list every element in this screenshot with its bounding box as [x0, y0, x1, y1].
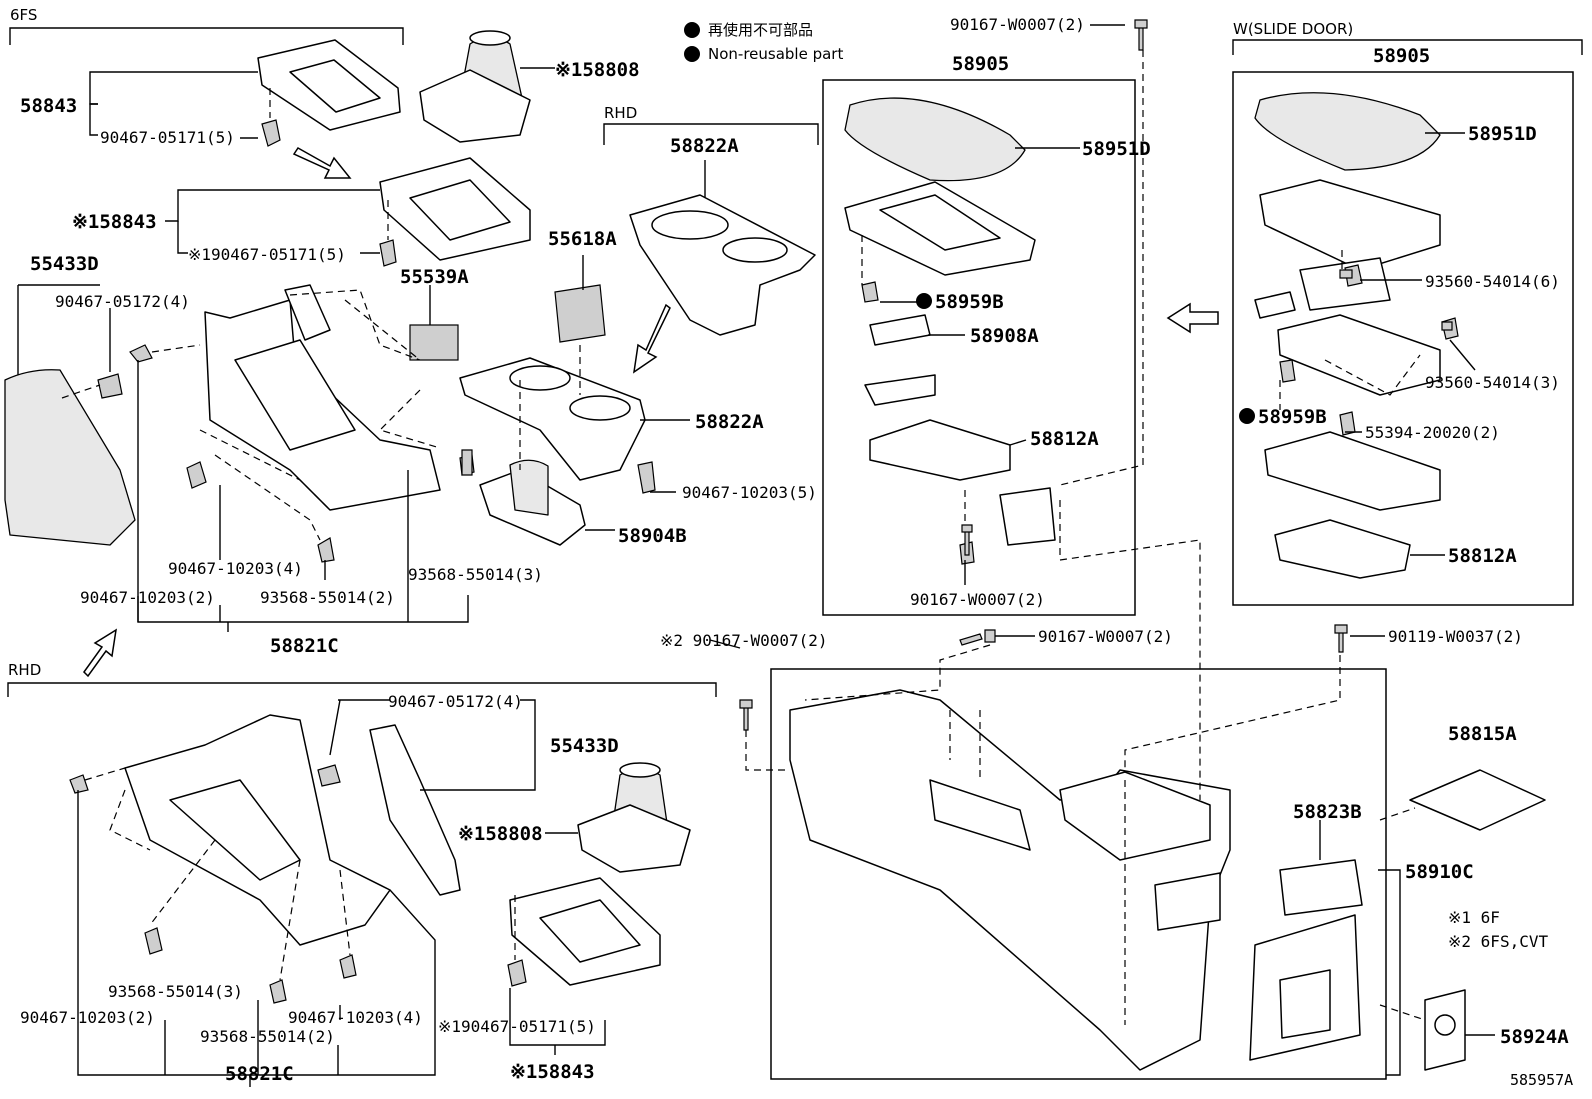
label-55539A: 55539A: [400, 266, 469, 288]
non-reusable-dot-icon: [916, 293, 932, 309]
non-reusable-dot-icon: [684, 46, 700, 62]
part-shapes: [4, 19, 1546, 1071]
label-55394-20020: 55394-20020(2): [1365, 423, 1500, 442]
panel-58823B: [1279, 859, 1363, 916]
label-90467-05171-c: ※190467-05171(5): [438, 1017, 596, 1036]
section-brackets: [7, 27, 1583, 1080]
arrow-down-left-icon: [633, 303, 671, 374]
arrow-left-icon: [1166, 302, 1219, 334]
label-93560-54014-6: 93560-54014(6): [1425, 272, 1560, 291]
label-58905-a: 58905: [952, 53, 1009, 75]
label-58959B-a: 58959B: [935, 291, 1004, 313]
cupholder-upper: [629, 194, 816, 336]
side-panel-left: [4, 369, 136, 546]
label-90119-w0037: 90119-W0037(2): [1388, 627, 1523, 646]
non-reusable-dot-icon: [684, 22, 700, 38]
label-90467-05172-a: 90467-05172(4): [55, 292, 190, 311]
label-93568-55014-3-b: 93568-55014(3): [108, 982, 243, 1001]
legend-en: Non-reusable part: [708, 45, 843, 63]
label-93568-55014-3-a: 93568-55014(3): [408, 565, 543, 584]
tray-58812A-b: [1274, 519, 1411, 579]
switch-55539A: [409, 324, 459, 361]
label-93560-54014-3: 93560-54014(3): [1425, 373, 1560, 392]
label-58808-a: ※158808: [555, 59, 640, 81]
label-90467-05171-b: ※190467-05171(5): [188, 245, 346, 264]
label-58843-c: ※158843: [510, 1061, 595, 1083]
label-90467-10203-4-a: 90467-10203(4): [168, 559, 303, 578]
label-93568-55014-2-b: 93568-55014(2): [200, 1027, 335, 1046]
armrest-lid-b: [1254, 92, 1441, 171]
legend-jp: 再使用不可部品: [708, 21, 813, 39]
side-panel-right: [369, 724, 461, 896]
label-90467-05171-a: 90467-05171(5): [100, 128, 235, 147]
label-90467-10203-4-b: 90467-10203(4): [288, 1008, 423, 1027]
label-58908A: 58908A: [970, 325, 1039, 347]
label-58815A: 58815A: [1448, 723, 1517, 745]
label-58808-b: ※158808: [458, 823, 543, 845]
label-58843: 58843: [20, 95, 77, 117]
label-58910C: 58910C: [1405, 861, 1474, 883]
label-58812A-a: 58812A: [1030, 428, 1099, 450]
screw-icon: [1134, 19, 1148, 51]
note-1: ※1 6F: [1448, 908, 1500, 927]
label-55433D-a: 55433D: [30, 253, 99, 275]
section-rhd-bottom: RHD: [8, 661, 41, 679]
non-reusable-dot-icon: [1239, 408, 1255, 424]
diagram-id: 585957A: [1510, 1071, 1573, 1089]
section-6fs: 6FS: [10, 6, 37, 24]
section-rhd-top: RHD: [604, 104, 637, 122]
insert-55618A: [554, 284, 606, 343]
label-90467-05172-b: 90467-05172(4): [388, 692, 523, 711]
label-93568-55014-2-a: 93568-55014(2): [260, 588, 395, 607]
leader-lines: [17, 24, 1495, 1087]
label-58823B: 58823B: [1293, 801, 1362, 823]
section-slide-door: W(SLIDE DOOR): [1233, 20, 1353, 38]
label-55433D-b: 55433D: [550, 735, 619, 757]
part-labels: 58843 90467-05171(5) ※158808 ※158843 ※19…: [20, 15, 1573, 1089]
label-90467-10203-2-a: 90467-10203(2): [80, 588, 215, 607]
tray-58812A-a: [869, 419, 1011, 481]
label-58843-b: ※158843: [72, 211, 157, 233]
mechanism-b: [1277, 314, 1441, 396]
arrow-down-right-icon: [292, 147, 352, 179]
latch-58908A: [869, 314, 931, 346]
label-90167-w0007-box: 90167-W0007(2): [910, 590, 1045, 609]
label-90467-10203-2-b: 90467-10203(2): [20, 1008, 155, 1027]
label-90167-w0007-n2: ※2 90167-W0007(2): [660, 631, 828, 650]
label-55618A: 55618A: [548, 228, 617, 250]
direction-arrows: [83, 147, 1219, 678]
label-58822A-mid: 58822A: [695, 411, 764, 433]
label-58822A-top: 58822A: [670, 135, 739, 157]
arrow-up-right-icon: [83, 628, 117, 678]
label-58951D-a: 58951D: [1082, 138, 1151, 160]
label-58905-b: 58905: [1373, 45, 1430, 67]
armrest-lid-a: [844, 97, 1026, 182]
note-2: ※2 6FS,CVT: [1448, 932, 1548, 951]
label-58904B: 58904B: [618, 525, 687, 547]
main-console-58910C: [789, 689, 1231, 1071]
label-58959B-b: 58959B: [1258, 406, 1327, 428]
label-90167-w0007-top: 90167-W0007(2): [950, 15, 1085, 34]
label-58821C-a: 58821C: [270, 635, 339, 657]
label-58924A: 58924A: [1500, 1026, 1569, 1048]
mat-58815A: [1409, 769, 1546, 831]
label-90467-10203-5: 90467-10203(5): [682, 483, 817, 502]
console-box-b: [1259, 179, 1441, 271]
label-90167-w0007-mid: 90167-W0007(2): [1038, 627, 1173, 646]
label-58821C-b: 58821C: [225, 1063, 294, 1085]
label-58812A-b: 58812A: [1448, 545, 1517, 567]
legend: 再使用不可部品 Non-reusable part: [684, 21, 843, 63]
label-58951D-b: 58951D: [1468, 123, 1537, 145]
